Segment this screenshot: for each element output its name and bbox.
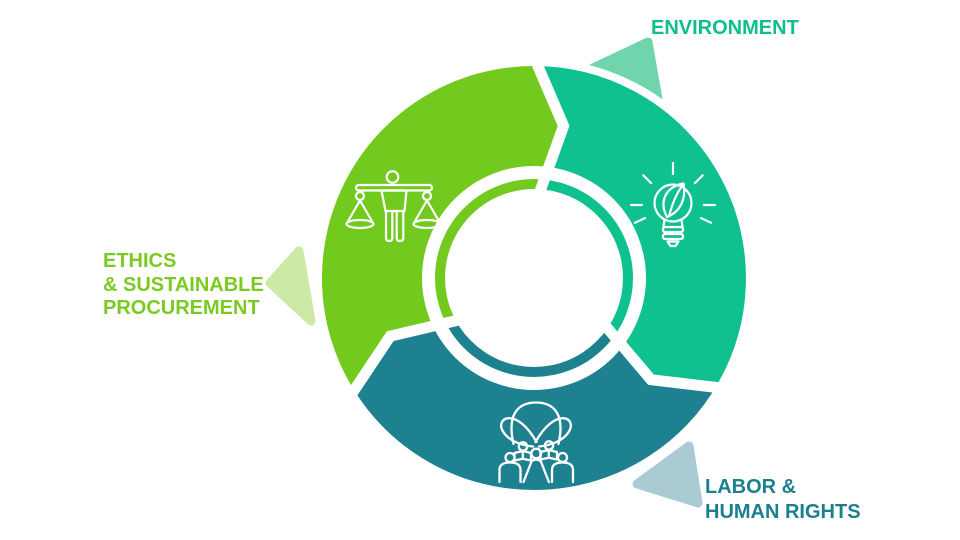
labor-label: LABOR & HUMAN RIGHTS (705, 475, 861, 525)
labor-label-line: HUMAN RIGHTS (705, 501, 861, 523)
divider-top (528, 54, 570, 210)
environment-label: ENVIRONMENT (651, 16, 799, 40)
center-hub (445, 189, 623, 367)
ethics-label-line: & SUSTAINABLE (103, 273, 264, 296)
divider-bottom-left (344, 310, 477, 402)
justice-scales-icon (345, 170, 442, 243)
team-collaboration-icon (498, 401, 575, 484)
divider-bottom-right (590, 309, 727, 394)
inner-gap-ring (422, 166, 646, 390)
ethics-label-line: PROCUREMENT (103, 297, 260, 319)
labor-label-line: LABOR & (705, 476, 797, 498)
labor-pointer-triangle (632, 441, 703, 508)
ethics-pointer-triangle (265, 246, 316, 326)
ethics-label-line: ETHICS (103, 250, 177, 272)
ethics-label: ETHICS & SUSTAINABLE PROCUREMENT (103, 250, 264, 321)
environment-label-line: ENVIRONMENT (651, 17, 799, 39)
eco-lightbulb-icon (629, 161, 717, 248)
segment-dividers (344, 54, 727, 402)
